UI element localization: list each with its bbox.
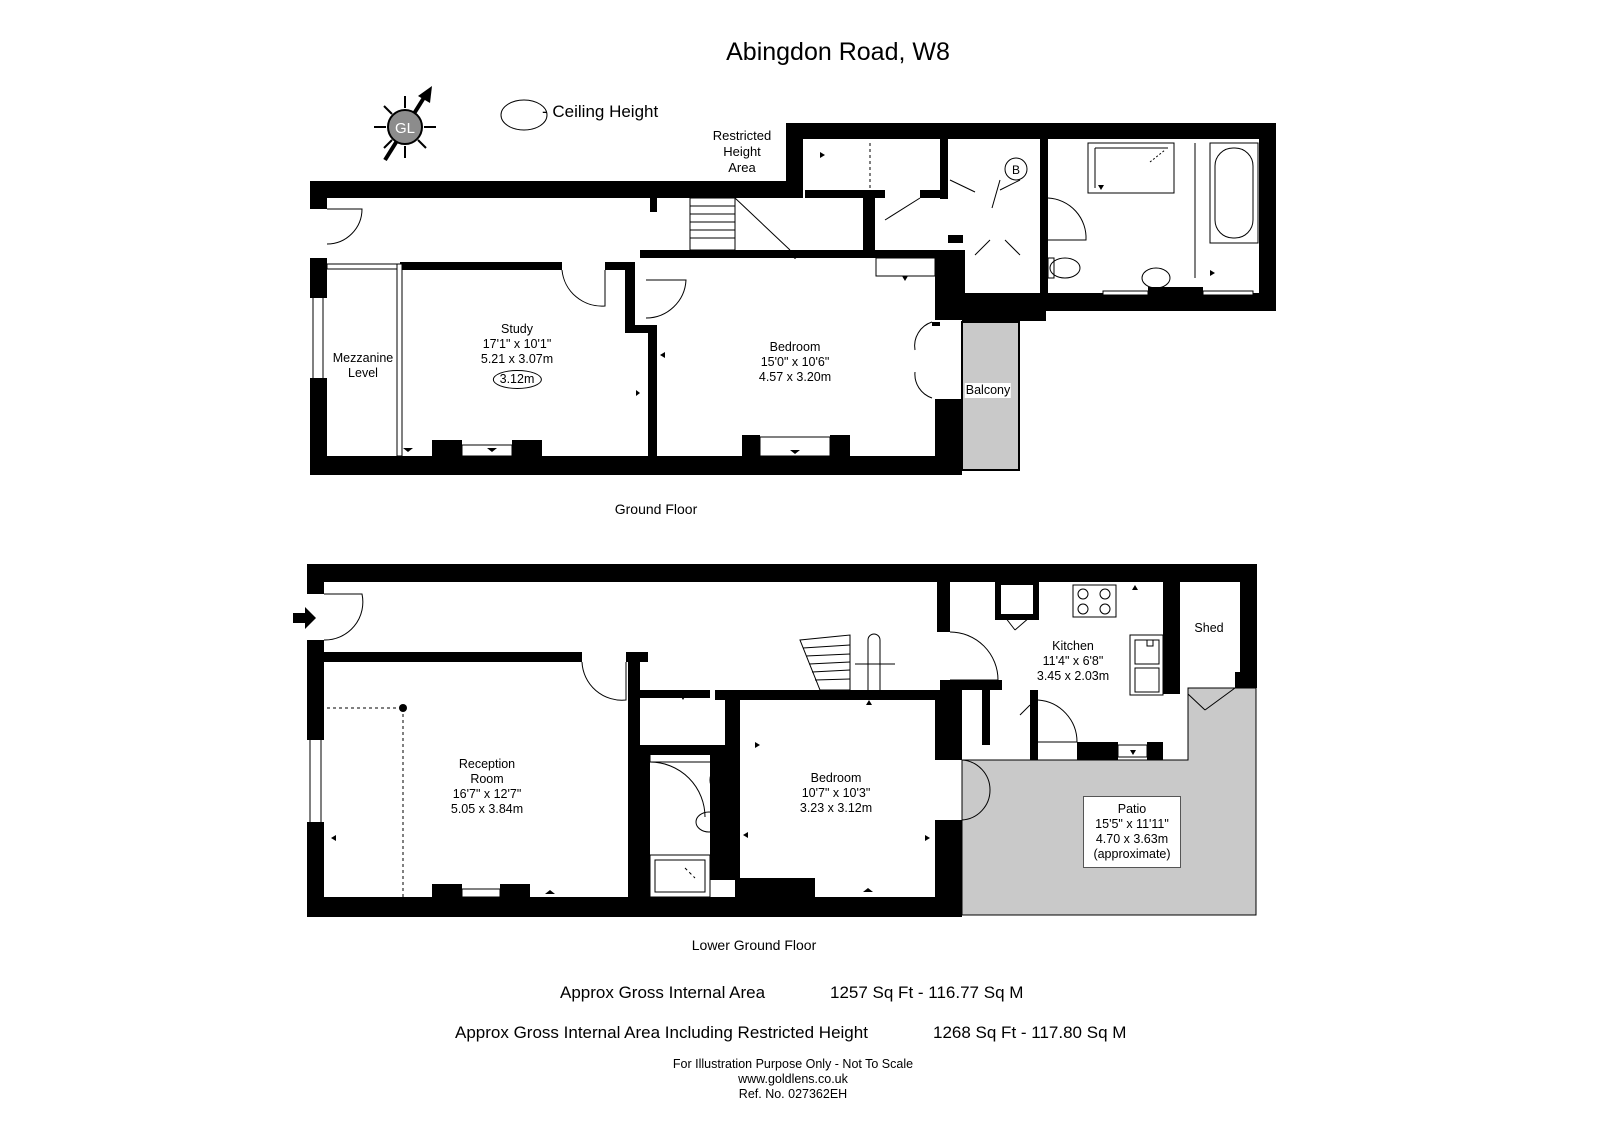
footer-website: www.goldlens.co.uk xyxy=(738,1072,848,1086)
entrance-arrow-icon xyxy=(293,607,316,629)
room-reception: Reception Room 16'7" x 12'7" 5.05 x 3.84… xyxy=(450,757,524,816)
footer-disclaimer: For Illustration Purpose Only - Not To S… xyxy=(672,1057,914,1071)
boiler-label: B xyxy=(1012,163,1020,177)
footer-reference: Ref. No. 027362EH xyxy=(738,1087,848,1101)
footer: For Illustration Purpose Only - Not To S… xyxy=(673,1057,913,1102)
compass-icon: GL xyxy=(374,86,436,162)
lower-ground-floor-label: Lower Ground Floor xyxy=(691,937,817,953)
room-patio: Patio 15'5" x 11'11" 4.70 x 3.63m (appro… xyxy=(1083,796,1181,868)
room-bedroom-lower: Bedroom 10'7" x 10'3" 3.23 x 3.12m xyxy=(799,771,873,815)
ceiling-height-badge: 3.12m xyxy=(492,370,542,389)
room-shed: Shed xyxy=(1194,621,1224,635)
area-label-1: Approx Gross Internal Area xyxy=(560,983,766,1002)
room-name: Study xyxy=(501,322,533,336)
area-value-2: 1268 Sq Ft - 117.80 Sq M xyxy=(933,1023,1127,1042)
room-study: Study 17'1" x 10'1" 5.21 x 3.07m 3.12m xyxy=(481,322,553,389)
compass-label: GL xyxy=(395,120,415,137)
room-bedroom-ground: Bedroom 15'0" x 10'6" 4.57 x 3.20m xyxy=(759,340,831,385)
restricted-height-label: Restricted Height Area xyxy=(712,128,772,175)
ground-floor-plan: B xyxy=(310,123,1276,475)
room-kitchen: Kitchen 11'4" x 6'8" 3.45 x 2.03m xyxy=(1036,639,1110,683)
room-metric: 4.57 x 3.20m xyxy=(758,370,832,384)
room-mezzanine: Mezzanine Level xyxy=(332,351,394,380)
room-imperial: 17'1" x 10'1" xyxy=(482,337,552,351)
room-name: Bedroom xyxy=(769,340,821,354)
ceiling-height-legend-label: - Ceiling Height xyxy=(542,102,659,121)
ceiling-height-legend-icon xyxy=(500,99,548,131)
ground-floor-label: Ground Floor xyxy=(614,501,698,517)
page-title: Abingdon Road, W8 xyxy=(726,38,950,66)
area-value-1: 1257 Sq Ft - 116.77 Sq M xyxy=(830,983,1024,1002)
room-balcony: Balcony xyxy=(964,383,1012,398)
room-imperial: 15'0" x 10'6" xyxy=(760,355,830,369)
room-metric: 5.21 x 3.07m xyxy=(480,352,554,366)
area-label-2: Approx Gross Internal Area Including Res… xyxy=(455,1023,868,1042)
